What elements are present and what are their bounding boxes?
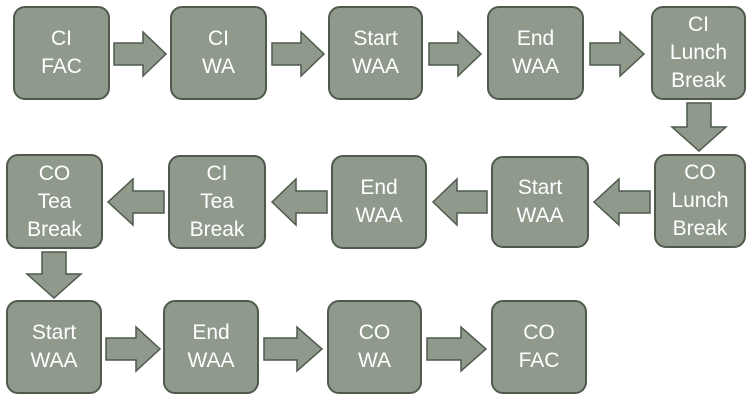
step-line: WAA xyxy=(355,204,403,227)
step-line: Break xyxy=(27,217,82,241)
step-line: Break xyxy=(189,218,245,241)
step-line: WAA xyxy=(511,55,560,78)
step-line: Start xyxy=(353,27,398,50)
step-line: End xyxy=(516,27,555,50)
step-ci-lunch-break: CI Lunch Break xyxy=(651,6,746,100)
step-line: End xyxy=(360,176,398,199)
step-line: CI xyxy=(688,13,709,36)
step-line: WAA xyxy=(30,349,78,372)
step-co-fac: CO FAC xyxy=(491,300,587,394)
step-co-lunch-break: CO Lunch Break xyxy=(654,154,746,248)
step-line: Start xyxy=(517,176,563,199)
step-ci-fac: CI FAC xyxy=(13,6,110,100)
step-start-waa-1: Start WAA xyxy=(328,6,423,100)
arrow-right-icon xyxy=(113,30,168,78)
step-start-waa-2: Start WAA xyxy=(491,156,589,248)
step-line: Tea xyxy=(37,189,72,213)
arrow-right-icon xyxy=(263,325,324,373)
step-line: WAA xyxy=(187,349,235,372)
step-line: CI xyxy=(51,27,72,50)
arrow-down-icon xyxy=(670,102,728,153)
arrow-right-icon xyxy=(428,30,483,78)
arrow-right-icon xyxy=(426,325,488,373)
arrow-left-icon xyxy=(592,177,651,227)
step-line: CO xyxy=(684,161,716,184)
step-line: CO xyxy=(38,161,71,185)
step-co-tea-break: CO Tea Break xyxy=(6,154,103,249)
step-end-waa-2: End WAA xyxy=(331,155,427,249)
arrow-left-icon xyxy=(106,177,165,227)
arrow-right-icon xyxy=(105,325,162,373)
step-line: FAC xyxy=(518,349,560,372)
arrow-right-icon xyxy=(271,30,326,78)
step-line: Break xyxy=(672,217,728,240)
step-line: Lunch xyxy=(669,41,728,64)
step-line: Tea xyxy=(200,190,234,213)
step-line: FAC xyxy=(41,55,82,78)
step-line: End xyxy=(192,321,230,344)
arrow-left-icon xyxy=(270,177,328,227)
step-co-wa: CO WA xyxy=(327,300,422,394)
step-line: WAA xyxy=(351,55,400,78)
step-line: WA xyxy=(357,349,392,372)
arrow-right-icon xyxy=(589,30,646,78)
step-line: Lunch xyxy=(671,189,729,212)
step-line: CI xyxy=(206,162,228,185)
step-line: CI xyxy=(208,27,229,50)
step-start-waa-3: Start WAA xyxy=(6,300,102,394)
arrow-left-icon xyxy=(431,177,488,227)
step-end-waa-1: End WAA xyxy=(487,6,584,100)
step-line: Start xyxy=(31,321,77,344)
arrow-down-icon xyxy=(25,251,83,300)
step-ci-wa: CI WA xyxy=(170,6,267,100)
step-ci-tea-break: CI Tea Break xyxy=(168,155,266,249)
step-end-waa-3: End WAA xyxy=(163,300,259,394)
step-line: WAA xyxy=(516,204,564,227)
step-line: Break xyxy=(671,69,726,92)
step-line: CO xyxy=(358,321,391,344)
step-line: WA xyxy=(201,55,236,78)
step-line: CO xyxy=(523,321,555,344)
